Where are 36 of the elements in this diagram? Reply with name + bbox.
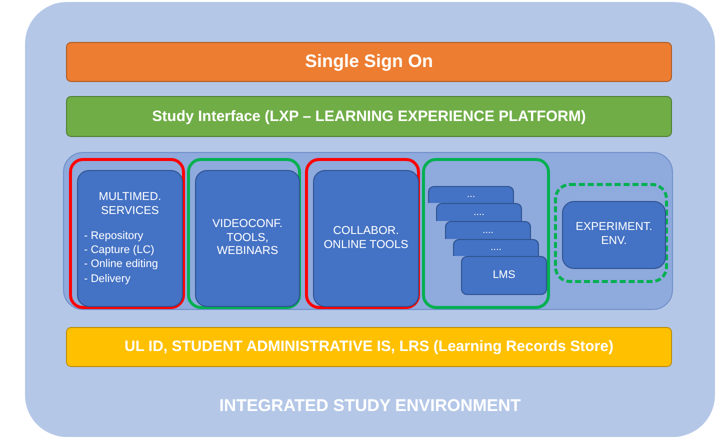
service-box [77, 170, 183, 307]
interface-bar [66, 96, 672, 137]
stacked-card [445, 221, 531, 239]
card-label: LMS [492, 269, 516, 282]
services-panel [63, 152, 673, 310]
bar-label: Study Interface (LXP – LEARNING EXPERIENCE PLATFORM) [152, 108, 586, 126]
list-item: - Capture (LC) [83, 243, 154, 258]
service-label: MULTIMED. SERVICES [98, 191, 162, 219]
stacked-card [461, 256, 547, 295]
service-box [313, 170, 419, 307]
service-box [195, 170, 300, 307]
environment-panel [25, 2, 715, 437]
stacked-card [453, 239, 539, 256]
card-label: ... [466, 190, 476, 200]
highlight-frame [187, 158, 301, 309]
environment-caption: INTEGRATED STUDY ENVIRONMENT [218, 396, 522, 416]
service-label: VIDEOCONF. TOOLS, WEBINARS [211, 218, 284, 260]
card-label: .... [482, 226, 494, 236]
sign-on-bar [66, 42, 672, 82]
stacked-card [436, 203, 522, 221]
highlight-frame [422, 158, 550, 309]
stacked-card [428, 186, 514, 203]
highlight-frame [69, 158, 185, 309]
bar-label: Single Sign On [304, 51, 433, 73]
highlight-frame [305, 158, 420, 309]
list-item: - Online editing [83, 257, 158, 272]
dashed-frame [554, 183, 668, 283]
list-item: - Delivery [83, 272, 130, 286]
list-item: - Repository [83, 228, 144, 243]
service-label: COLLABOR. ONLINE TOOLS [322, 224, 410, 252]
bar-label: UL ID, STUDENT ADMINISTRATIVE IS, LRS (Learning Records Store) [124, 338, 614, 356]
service-label: EXPERIMENT. ENV. [574, 221, 654, 249]
card-label: .... [473, 208, 485, 218]
card-label: .... [490, 243, 502, 253]
infrastructure-bar [66, 327, 672, 367]
service-box [562, 201, 666, 269]
